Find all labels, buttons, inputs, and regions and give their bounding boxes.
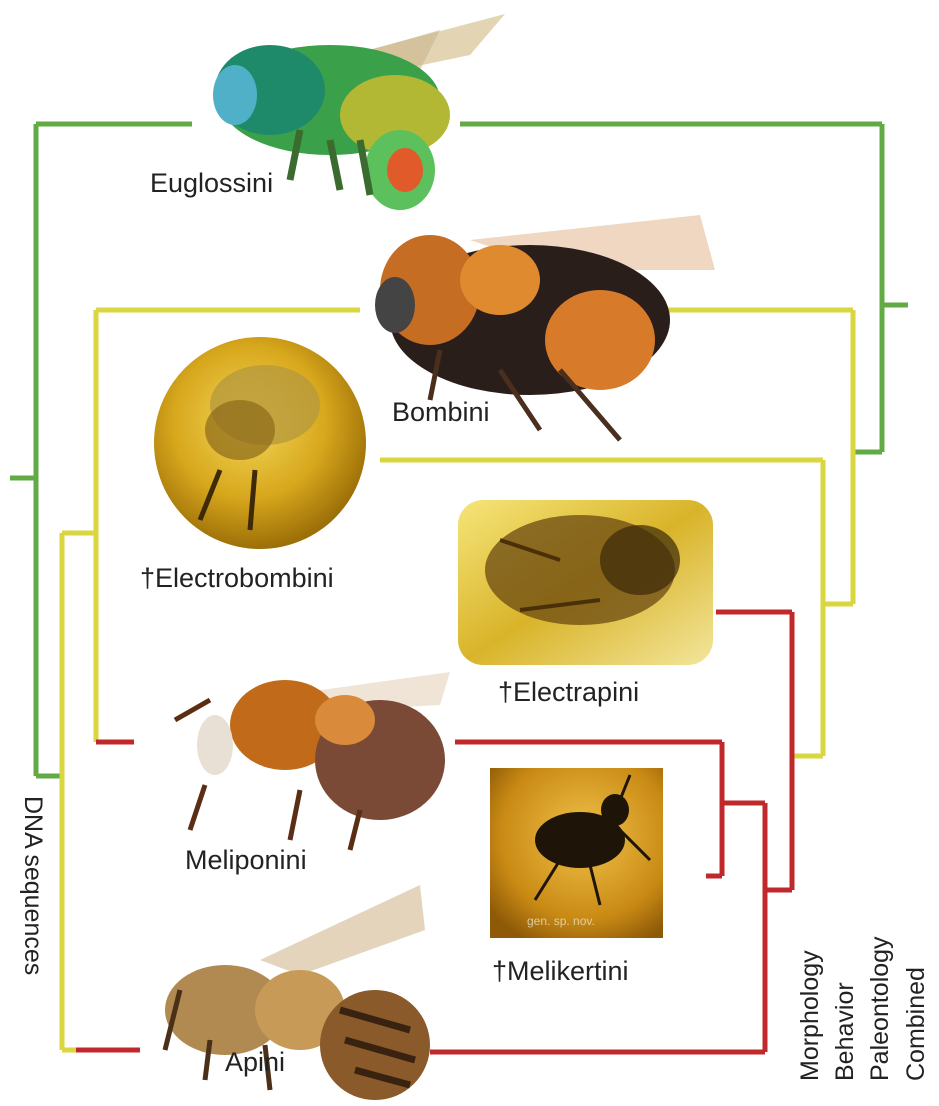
taxon-label-euglossini: Euglossini bbox=[150, 168, 273, 199]
electrapini-amber-image bbox=[458, 500, 713, 665]
specimen-stamp: gen. sp. nov. bbox=[527, 914, 595, 928]
behavior-label: Behavior bbox=[831, 982, 860, 1081]
melikertini-amber-image: gen. sp. nov. bbox=[490, 768, 663, 938]
morphology-label: Morphology bbox=[796, 950, 825, 1081]
electrobombini-amber-image bbox=[154, 337, 366, 549]
taxon-label-electrapini: †Electrapini bbox=[498, 677, 639, 708]
taxon-label-electrobombini: †Electrobombini bbox=[140, 563, 334, 594]
meliponini-bee-image bbox=[175, 672, 450, 850]
taxon-label-bombini: Bombini bbox=[392, 397, 490, 428]
apini-bee-image bbox=[165, 885, 430, 1100]
taxon-label-apini: Apini bbox=[225, 1047, 285, 1078]
left-red-branches bbox=[76, 742, 140, 1050]
taxon-label-melikertini: †Melikertini bbox=[492, 956, 629, 987]
paleontology-label: Paleontology bbox=[866, 936, 895, 1081]
combined-label: Combined bbox=[902, 967, 931, 1081]
taxon-label-meliponini: Meliponini bbox=[185, 845, 307, 876]
dna-sequences-label: DNA sequences bbox=[18, 796, 47, 975]
